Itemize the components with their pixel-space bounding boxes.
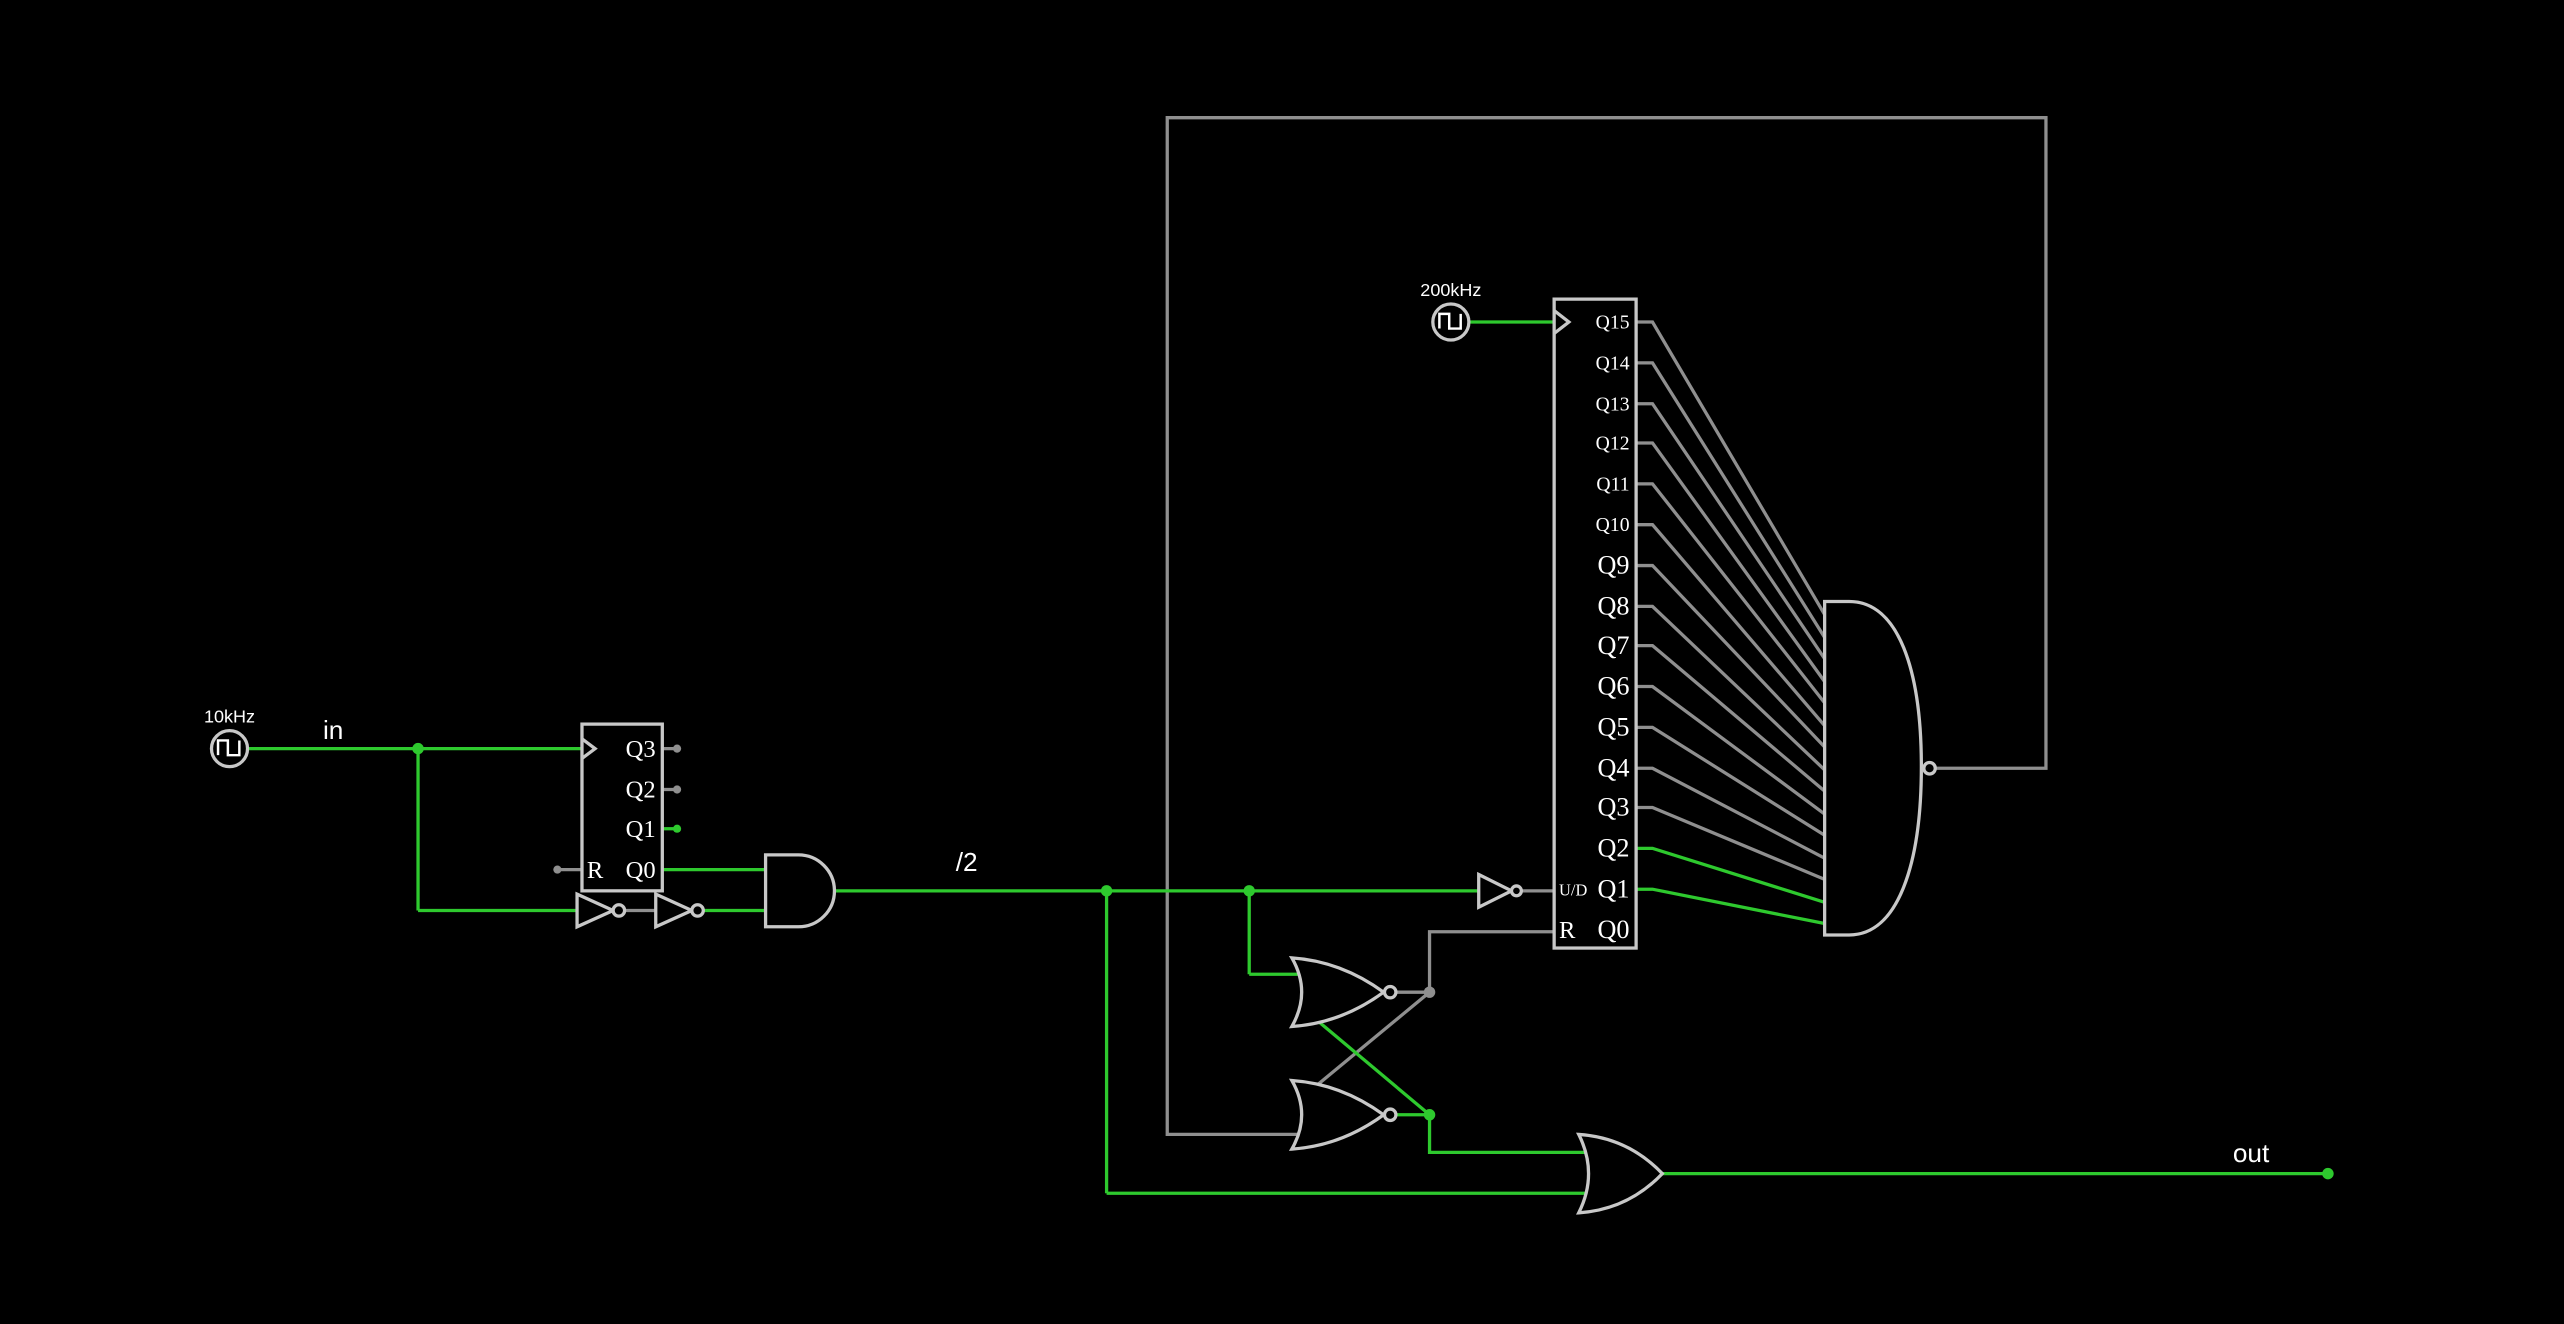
wire-latch-cross-a — [1303, 990, 1431, 1097]
pin-label-q6: Q6 — [1597, 672, 1629, 701]
pin-label-q8: Q8 — [1597, 592, 1629, 621]
not-gate-triangle — [1477, 871, 1516, 910]
pin-label-q5: Q5 — [1597, 713, 1629, 742]
pin-label-q1: Q1 — [626, 816, 656, 843]
wire-q9-to-and — [1636, 563, 1826, 749]
or-gate-body — [1575, 1132, 1665, 1215]
pin-label-q13: Q13 — [1596, 393, 1630, 415]
wires-low — [559, 116, 2048, 1137]
wire-q5-to-and — [1636, 725, 1826, 837]
inversion-bubble — [690, 903, 705, 918]
inversion-bubble — [1509, 884, 1523, 898]
not-gate-triangle — [575, 891, 618, 930]
and-gate-div2[interactable] — [763, 853, 837, 929]
wire-latch-cross-b — [1303, 1008, 1431, 1117]
wire-q3-to-and — [1636, 805, 1826, 881]
not-gate-triangle — [654, 891, 696, 930]
pin-label-q3: Q3 — [1597, 793, 1629, 822]
pin-label-q3: Q3 — [626, 736, 656, 763]
inversion-bubble — [611, 903, 627, 918]
clock-chevron-icon — [1553, 309, 1572, 335]
pin-label-q2: Q2 — [1597, 834, 1629, 863]
not-gate-a[interactable] — [575, 891, 627, 930]
label-in: in — [323, 715, 343, 745]
pin-label-q9: Q9 — [1597, 551, 1629, 580]
wire-q15-to-and — [1636, 320, 1827, 616]
wire-q1-to-and — [1636, 887, 1825, 926]
nor-gate-body — [1288, 1078, 1387, 1151]
and-gate-body — [1822, 599, 1924, 937]
pin-label-q4: Q4 — [1597, 753, 1629, 782]
q1-pin-dot — [672, 824, 682, 833]
counter-4bit[interactable]: Q3 Q2 Q1 Q0 R — [580, 722, 664, 893]
wire-feedback-loop — [1165, 116, 2048, 1137]
wire-q2-to-and — [1636, 846, 1826, 904]
out-terminal-dot — [2322, 1167, 2334, 1180]
pin-label-q1: Q1 — [1597, 874, 1629, 903]
label-out: out — [2233, 1138, 2270, 1168]
wire-q11-to-and — [1636, 482, 1826, 704]
nor-gate-latch-top[interactable] — [1288, 956, 1398, 1029]
wire-latch-to-reset — [1396, 930, 1555, 994]
or-gate-output[interactable] — [1575, 1132, 1665, 1215]
wire-q8-to-and — [1636, 604, 1826, 772]
wires-high — [247, 320, 2328, 1195]
junction-dot — [1243, 885, 1255, 897]
square-wave-icon — [216, 739, 241, 757]
pin-label-q12: Q12 — [1596, 433, 1630, 455]
net-labels: in /2 out 10kHz 200kHz — [204, 280, 2270, 1168]
junction-dot — [1423, 986, 1436, 998]
inversion-bubble — [1382, 984, 1398, 1000]
pin-label-q15: Q15 — [1596, 312, 1630, 334]
pin-label-updown: U/D — [1559, 881, 1587, 900]
clock-source-10khz[interactable] — [209, 729, 250, 769]
q2-pin-dot — [672, 785, 682, 794]
label-div2: /2 — [956, 847, 978, 877]
nor-gate-latch-bottom[interactable] — [1288, 1078, 1398, 1151]
not-gate-b[interactable] — [654, 891, 705, 930]
clock-source-200khz[interactable] — [1431, 302, 1471, 342]
clock-circle — [209, 729, 250, 769]
clock-chevron-icon — [580, 737, 598, 760]
wire-q13-to-and — [1636, 402, 1826, 660]
pin-label-q0: Q0 — [1597, 915, 1629, 944]
not-gate-updown[interactable] — [1477, 871, 1523, 910]
wire-latch-to-or — [1396, 1113, 1592, 1155]
junction-dot — [412, 742, 424, 755]
wire-q7-to-and — [1636, 644, 1826, 793]
label-clock-10khz: 10kHz — [204, 707, 255, 727]
pin-label-q7: Q7 — [1597, 631, 1629, 660]
counter-body — [1552, 297, 1638, 950]
junction-dot — [1100, 885, 1113, 897]
wire-q12-to-and — [1636, 441, 1826, 683]
pin-label-q11: Q11 — [1596, 473, 1629, 495]
pin-label-q0: Q0 — [626, 857, 656, 884]
wire-q4-to-and — [1636, 766, 1826, 860]
reset-pin-dot — [553, 865, 562, 874]
square-wave-icon — [1438, 312, 1462, 330]
wire-q14-to-and — [1636, 361, 1827, 639]
pin-label-q14: Q14 — [1596, 352, 1630, 374]
counter-body — [580, 722, 664, 893]
label-clock-200khz: 200kHz — [1420, 280, 1481, 300]
clock-circle — [1431, 302, 1471, 342]
pin-label-q10: Q10 — [1596, 514, 1630, 536]
and-gate-body — [763, 853, 837, 929]
wire-q6-to-and — [1636, 684, 1826, 816]
junction-dot — [1423, 1109, 1436, 1121]
inversion-bubble — [1382, 1107, 1398, 1123]
and-gate-wide[interactable] — [1822, 599, 1924, 937]
junction-dots — [412, 742, 2334, 1180]
nor-gate-body — [1288, 956, 1387, 1029]
pin-label-reset: R — [1559, 917, 1576, 944]
wire-q10-to-and — [1636, 523, 1826, 727]
q3-pin-dot — [672, 744, 682, 753]
and-output-post — [1922, 760, 1937, 776]
pin-label-reset: R — [587, 857, 604, 884]
counter-16bit[interactable]: Q15 Q14 Q13 Q12 Q11 Q10 Q9 Q8 Q7 Q6 Q5 Q… — [1552, 297, 1638, 950]
pin-label-q2: Q2 — [626, 777, 656, 804]
